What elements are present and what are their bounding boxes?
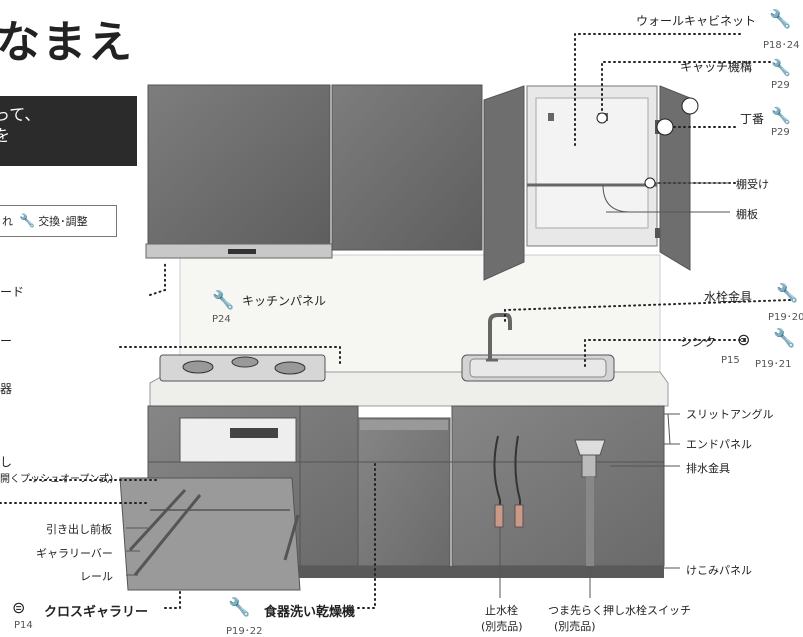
label-gallery-bar: ギャラリーバー [36, 547, 113, 560]
legend-box: れ 🔧 交換･調整 [0, 205, 117, 237]
label-toe-switch: つま先らく押し水栓スイッチ [548, 604, 691, 617]
open-left-door [483, 85, 525, 281]
label-end-panel: エンドパネル [686, 438, 752, 451]
bowl-icon: ⊜ [12, 598, 26, 617]
label-shelf-support: 棚受け [736, 178, 769, 191]
label-cross-gallery: クロスギャラリー [44, 605, 149, 620]
label-stop-valve: 止水栓 [485, 604, 518, 617]
screwdriver-icon: 🔧 [771, 58, 791, 77]
legend-exchange: 交換･調整 [38, 215, 88, 228]
label-kickboard: けこみパネル [686, 564, 752, 577]
label-front-board: 引き出し前板 [46, 523, 112, 536]
bowl-icon: ⊜ [737, 330, 751, 349]
page-cross-gallery: P14 [14, 620, 33, 631]
wrench-set-icon: 🔧 [773, 328, 796, 349]
label-hinge: 丁番 [740, 112, 765, 126]
page-hinge: P29 [771, 127, 790, 138]
page-sink-2: P19･21 [755, 359, 792, 370]
drain-fitting [574, 439, 606, 456]
screwdriver-icon: 🔧 [771, 106, 791, 125]
label-hood: ード [0, 285, 25, 299]
label-kitchen-panel: キッチンパネル [242, 294, 327, 308]
wrench-set-icon: 🔧 [776, 283, 799, 304]
intro-banner: って、 を [0, 96, 137, 166]
legend-partial: れ [2, 215, 13, 228]
label-stop-valve-note: (別売品) [481, 620, 523, 633]
base-cabinet-right [451, 405, 665, 567]
label-slit-angle: スリットアングル [686, 408, 774, 421]
label-catch: キャッチ機構 [680, 60, 753, 74]
page-sink-1: P15 [721, 355, 740, 366]
label-stove: 器 [0, 382, 13, 396]
label-faucet: 水栓金具 [704, 290, 753, 304]
range-hood-cabinet [147, 84, 331, 246]
banner-line-1: って、 [0, 105, 41, 124]
label-sink: シンク [680, 335, 717, 349]
page-dishwasher: P19･22 [226, 626, 263, 637]
hood-control [228, 249, 256, 254]
dishwasher [357, 417, 451, 567]
page-wall-cabinet: P18･24 [763, 40, 800, 51]
cross-gallery-drawer [119, 477, 301, 591]
wrench-set-icon: 🔧 [212, 290, 235, 311]
page-title: なまえ [0, 17, 134, 68]
faucet [488, 313, 512, 360]
wall-cabinet-middle [331, 84, 483, 251]
label-drawer: し [0, 455, 13, 469]
oven [179, 417, 297, 463]
wrench-icon: 🔧 [19, 213, 36, 229]
page-faucet: P19･20 [768, 312, 803, 323]
label-toe-switch-note: (別売品) [554, 620, 596, 633]
wrench-set-icon: 🔧 [228, 597, 251, 618]
label-dishwasher: 食器洗い乾燥機 [264, 605, 356, 620]
label-drain: 排水金具 [686, 462, 730, 475]
label-wall-cabinet: ウォールキャビネット [636, 14, 757, 28]
label-drawer-sub: 開くプッシュオープン式) [0, 474, 114, 485]
banner-line-2: を [0, 126, 11, 145]
label-shelf: 棚板 [736, 208, 758, 221]
page-catch: P29 [771, 80, 790, 91]
label-panel: ー [0, 334, 13, 348]
open-right-door [659, 85, 691, 271]
label-rail: レール [80, 570, 113, 583]
page-kitchen-panel: P24 [212, 314, 231, 325]
wrench-set-icon: 🔧 [769, 9, 792, 30]
